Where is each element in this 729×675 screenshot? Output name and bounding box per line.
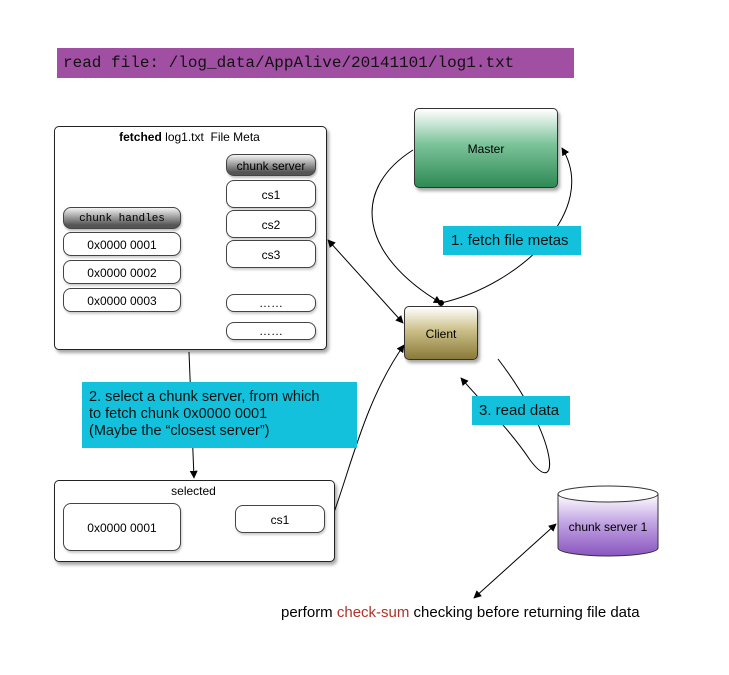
master-node: Master [414, 108, 558, 188]
chunk-handles-header: chunk handles [63, 207, 181, 229]
chunk-handle-0002: 0x0000 0002 [63, 260, 181, 284]
chunk-server-cs1: cs1 [226, 180, 316, 208]
selected-handle: 0x0000 0001 [63, 503, 181, 551]
file-meta-title-rest: log1.txt File Meta [161, 130, 260, 144]
step-read-data: 3. read data [472, 396, 570, 425]
step-fetch-file-metas: 1. fetch file metas [443, 226, 581, 255]
chunk-server-1-node [557, 485, 659, 557]
chunk-handle-0001: 0x0000 0001 [63, 232, 181, 256]
arrow-checksum [473, 523, 557, 599]
client-node: Client [404, 306, 478, 360]
step-select-chunk-server: 2. select a chunk server, from which to … [82, 382, 357, 448]
selected-title: selected [171, 484, 216, 498]
arrow-selected-to-client [332, 344, 405, 516]
chunk-server-ellipsis-1: …… [226, 294, 316, 312]
chunk-server-header: chunk server [226, 154, 316, 176]
chunk-server-1-label: chunk server 1 [568, 520, 648, 534]
chunk-server-cs3: cs3 [226, 240, 316, 268]
client-top-connector-dot [438, 300, 444, 306]
file-meta-title: fetched log1.txt File Meta [54, 130, 325, 144]
file-meta-title-bold: fetched [119, 130, 162, 144]
checksum-highlight: check-sum [336, 604, 410, 621]
chunk-handle-0003: 0x0000 0003 [63, 288, 181, 312]
arrow-client-filemeta [327, 239, 404, 324]
step-select-line-1: 2. select a chunk server, from which [89, 389, 320, 405]
selected-server-cs1: cs1 [235, 505, 325, 533]
step-select-line-2: to fetch chunk 0x0000 0001 [89, 406, 268, 422]
read-file-banner: read file: /log_data/AppAlive/20141101/l… [57, 48, 574, 78]
checksum-caption-after: checking before returning file data [409, 604, 640, 621]
step-select-line-3: (Maybe the “closest server”) [89, 423, 270, 439]
chunk-server-cs2: cs2 [226, 210, 316, 238]
checksum-caption: perform check-sum checking before return… [281, 604, 640, 621]
chunk-server-ellipsis-2: …… [226, 322, 316, 340]
arrow-master-to-client [371, 149, 442, 304]
checksum-caption-before: perform [281, 604, 337, 621]
